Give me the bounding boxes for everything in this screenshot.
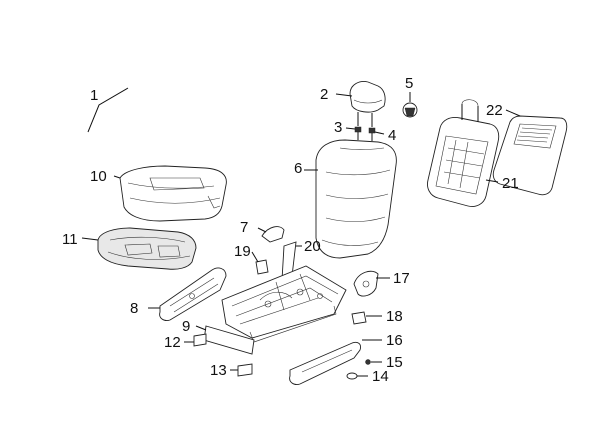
callout-labels: 1 2 3 4 5 6 7 8 9 10 11 12 13 14 15 16 1…: [62, 75, 519, 385]
seat-back-cover: [304, 139, 397, 259]
callout-16: 16: [386, 332, 403, 349]
callout-1: 1: [90, 87, 98, 104]
callout-6: 6: [294, 160, 302, 177]
headrest-guide-4: [368, 127, 385, 141]
callout-3: 3: [334, 119, 342, 136]
clip-19: [251, 251, 269, 275]
side-cover-16: [289, 339, 382, 385]
recliner-lever-17: [353, 270, 390, 297]
seat-back-panel: [492, 109, 568, 196]
cap-13: [230, 363, 253, 377]
leader-1: [87, 87, 129, 133]
callout-10: 10: [90, 168, 107, 185]
knob: [402, 92, 418, 118]
callout-11: 11: [62, 231, 78, 248]
callout-21: 21: [502, 175, 519, 192]
seat-cushion-pad: [81, 227, 197, 270]
callout-8: 8: [130, 300, 138, 317]
callout-19: 19: [234, 243, 251, 260]
callout-17: 17: [393, 270, 410, 287]
cover-18: [351, 311, 382, 325]
headrest: [335, 81, 386, 127]
headrest-guide-3: [345, 126, 362, 140]
callout-13: 13: [210, 362, 227, 379]
callout-18: 18: [386, 308, 403, 325]
callout-20: 20: [304, 238, 321, 255]
seat-frame-track: [221, 265, 347, 343]
callout-14: 14: [372, 368, 389, 385]
callout-9: 9: [182, 318, 190, 335]
callout-4: 4: [388, 127, 396, 144]
clip-12: [184, 333, 207, 347]
washer-14: [346, 372, 368, 380]
callout-22: 22: [486, 102, 503, 119]
callout-15: 15: [386, 354, 403, 371]
callout-2: 2: [320, 86, 328, 103]
lever-7: [257, 226, 285, 243]
seat-cushion-cover: [113, 165, 227, 222]
callout-7: 7: [240, 219, 248, 236]
side-bracket-8: [148, 267, 227, 321]
seat-back-frame: [427, 99, 500, 207]
callout-12: 12: [164, 334, 181, 351]
screw-15: [365, 359, 382, 365]
callout-5: 5: [405, 75, 413, 92]
